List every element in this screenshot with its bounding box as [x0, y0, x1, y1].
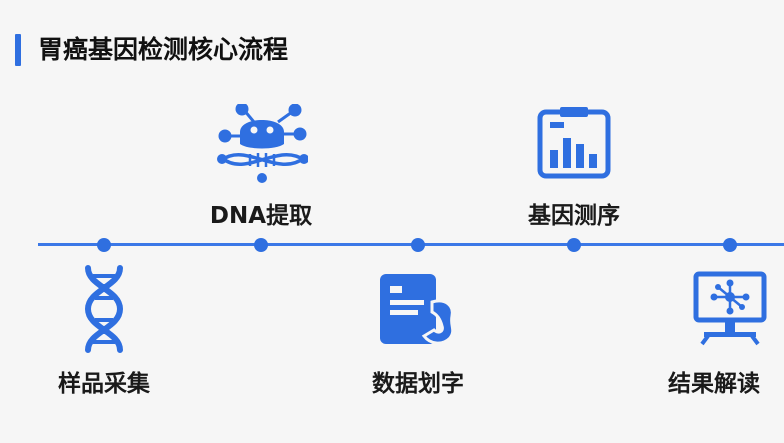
- dna-extraction-icon: [216, 102, 309, 184]
- data-document-icon: [376, 272, 464, 350]
- network-monitor-icon: [692, 270, 768, 346]
- timeline-node-1: [97, 238, 111, 252]
- step-label-data-analysis: 数据划字: [372, 371, 464, 397]
- timeline-node-5: [723, 238, 737, 252]
- step-label-gene-sequencing: 基因测序: [528, 203, 620, 229]
- step-label-result-interpretation: 结果解读: [668, 371, 760, 397]
- page-title: 胃癌基因检测核心流程: [38, 35, 289, 64]
- step-label-dna-extraction: DNA提取: [209, 203, 313, 229]
- timeline-node-4: [567, 238, 581, 252]
- timeline-node-2: [254, 238, 268, 252]
- step-label-sample-collection: 样品采集: [58, 371, 150, 397]
- title-accent-bar: [15, 34, 21, 66]
- bar-chart-report-icon: [536, 104, 612, 180]
- timeline-node-3: [411, 238, 425, 252]
- dna-helix-icon: [76, 264, 132, 354]
